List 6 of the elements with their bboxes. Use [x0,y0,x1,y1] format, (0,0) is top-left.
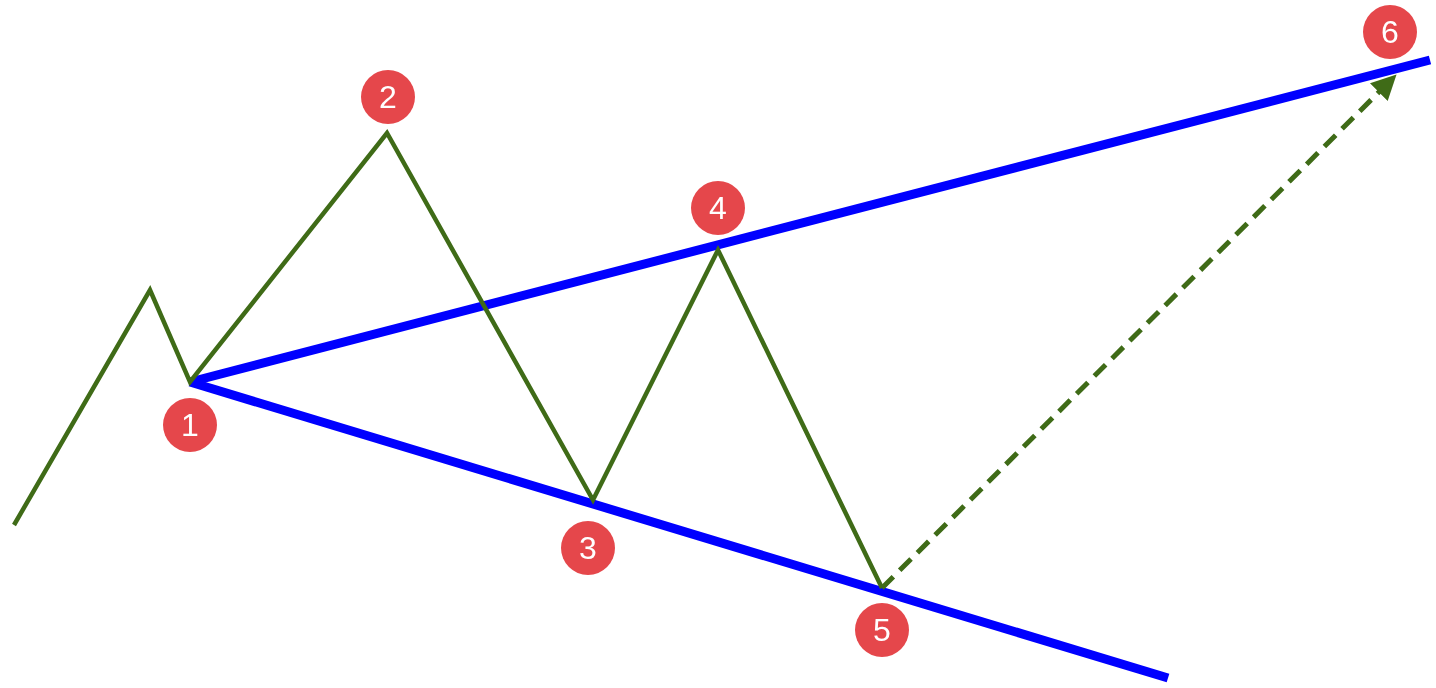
callout-number: 4 [691,181,745,235]
callout-number: 1 [163,398,217,452]
callout-number: 3 [561,521,615,575]
callout-number: 2 [361,70,415,124]
callout-number: 5 [855,603,909,657]
callout-number: 6 [1363,5,1417,59]
